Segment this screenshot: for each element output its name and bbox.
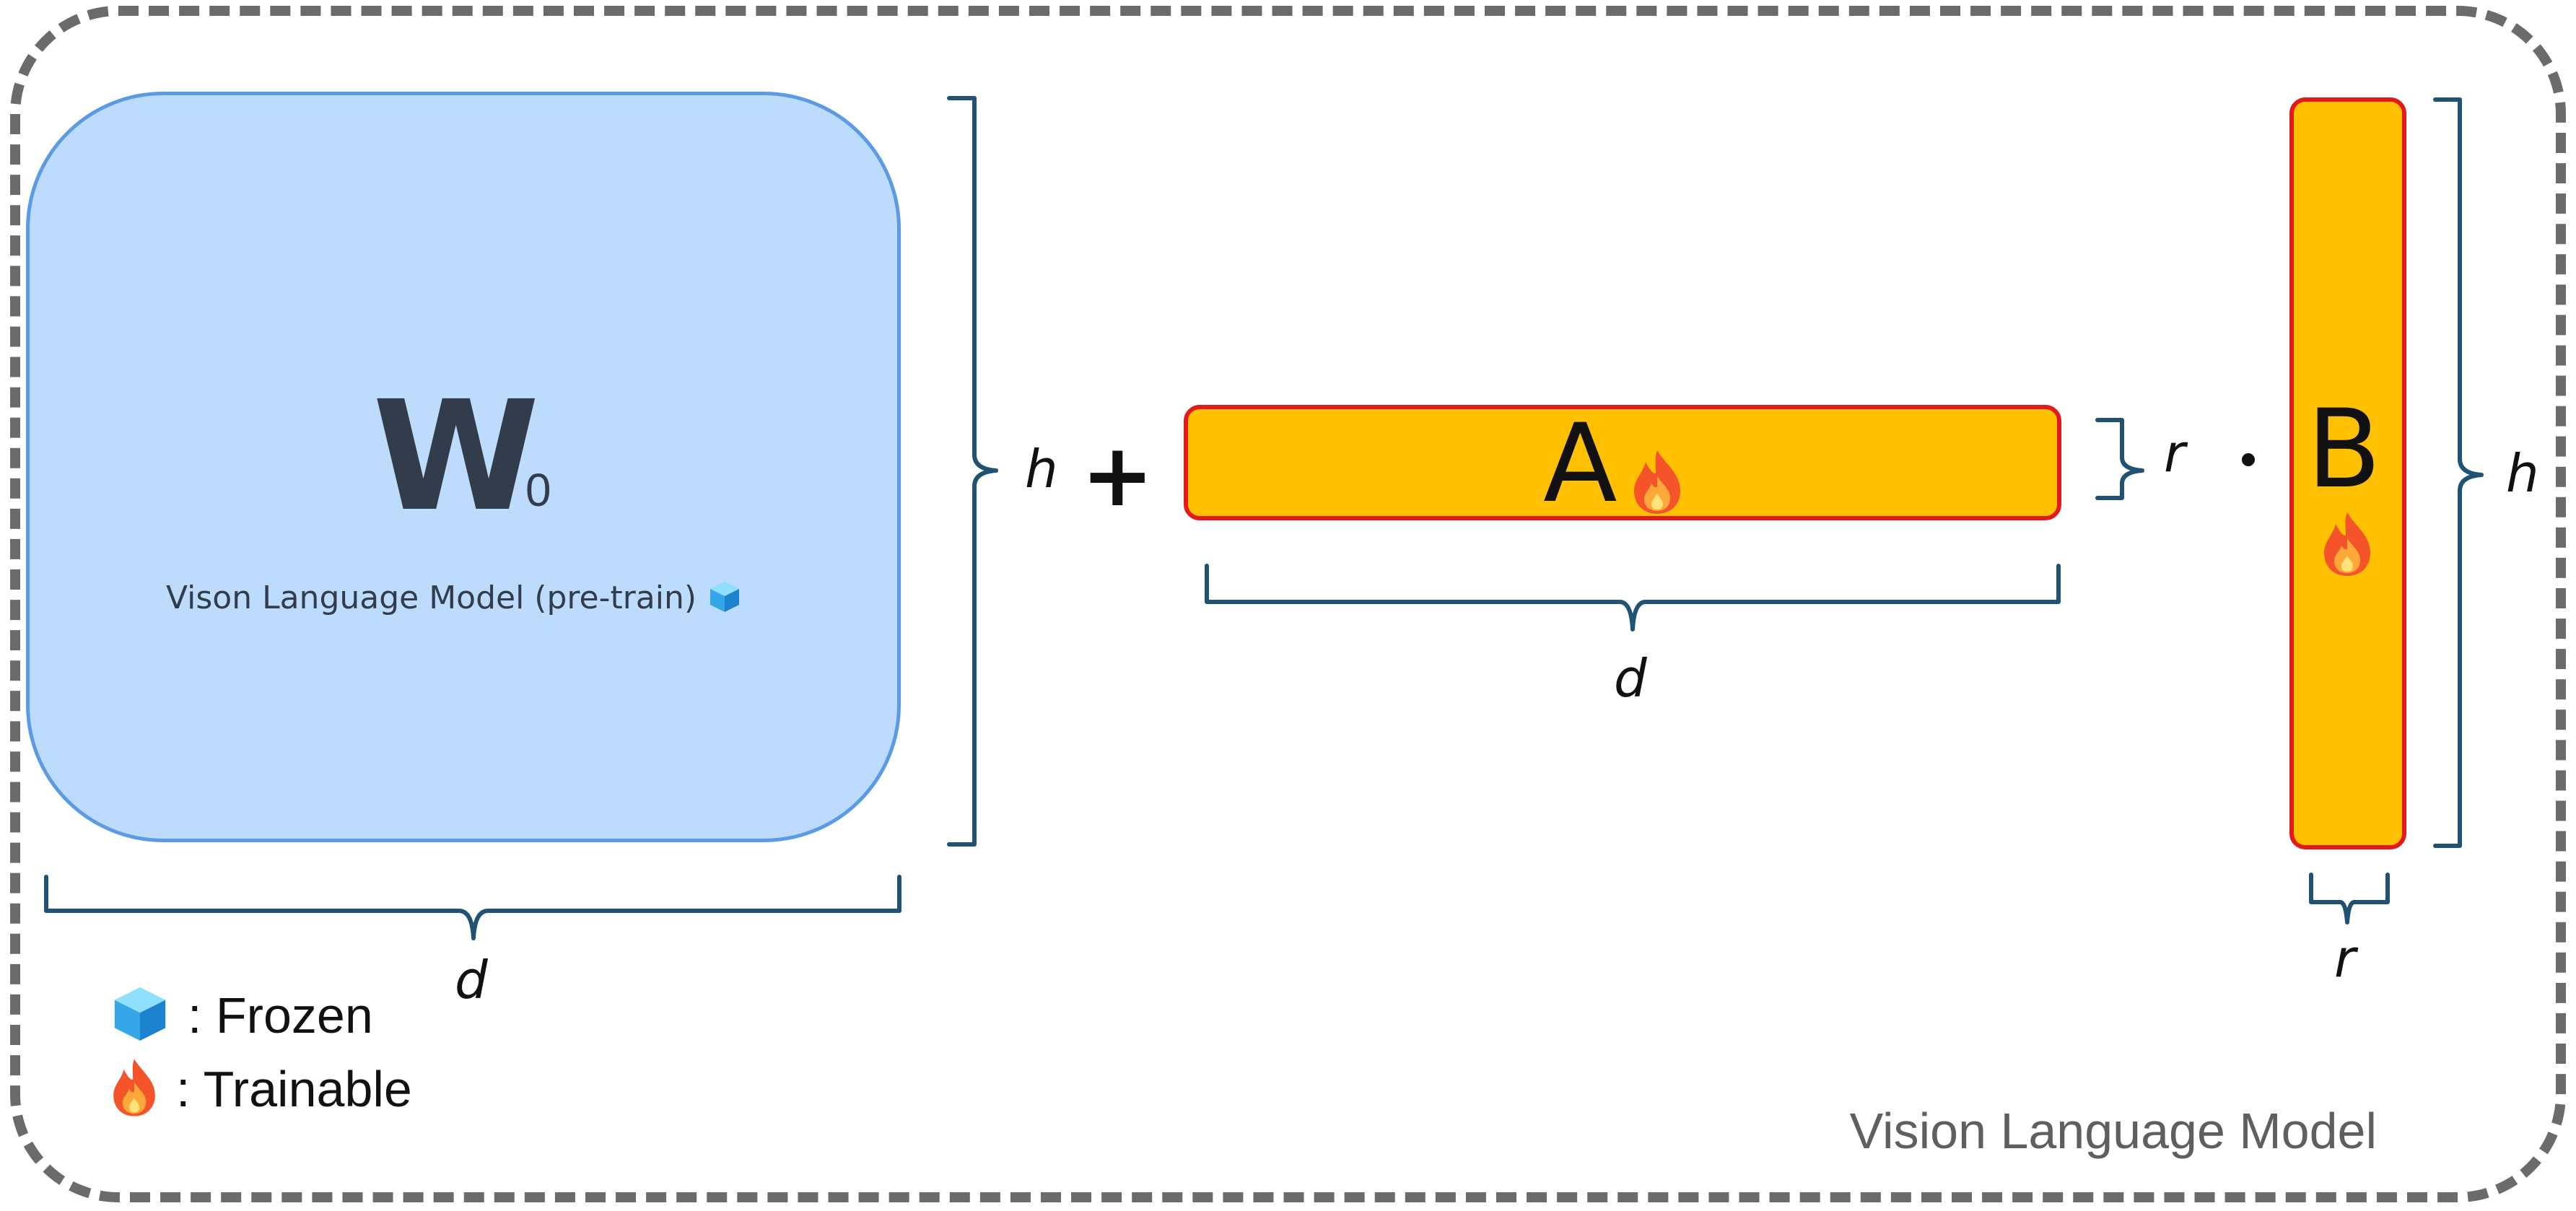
matrix-a-label: A	[1543, 401, 1617, 527]
vision-language-model-frame	[10, 6, 2566, 1202]
matrix-b-label: B	[2307, 387, 2381, 512]
matrix-b	[2289, 97, 2406, 849]
plus-operator: +	[1081, 426, 1154, 526]
a-width-bracket	[1205, 564, 2061, 631]
w0-symbol: W	[372, 368, 540, 545]
a-width-label: d	[1614, 648, 1647, 709]
matrix-a	[1184, 405, 2061, 520]
w0-width-bracket	[44, 875, 901, 940]
dot-operator	[2242, 453, 2255, 466]
fire-icon	[2318, 510, 2376, 582]
b-height-bracket	[2433, 97, 2484, 848]
w0-caption: Vison Language Model (pre-train)	[166, 579, 743, 621]
legend-trainable: : Trainable	[108, 1057, 412, 1122]
a-height-label: r	[2164, 423, 2186, 484]
w0-height-bracket	[947, 96, 998, 847]
frame-caption: Vision Language Model	[1849, 1103, 2377, 1159]
a-height-bracket	[2095, 418, 2144, 500]
pretrained-weight-matrix	[26, 92, 901, 842]
w0-width-label: d	[455, 950, 488, 1010]
legend-frozen-label: : Frozen	[188, 987, 373, 1044]
w0-caption-text: Vison Language Model (pre-train)	[166, 580, 697, 616]
ice-cube-icon	[707, 579, 743, 621]
w0-subscript: 0	[525, 464, 551, 516]
b-width-label: r	[2334, 928, 2356, 989]
b-width-bracket	[2309, 873, 2390, 924]
legend-trainable-label: : Trainable	[176, 1061, 412, 1117]
w0-height-label: h	[1025, 439, 1058, 499]
fire-icon	[1628, 447, 1686, 520]
fire-icon	[108, 1056, 160, 1123]
legend-frozen: : Frozen	[108, 983, 373, 1048]
ice-cube-icon	[108, 982, 172, 1049]
b-height-label: h	[2506, 443, 2539, 504]
